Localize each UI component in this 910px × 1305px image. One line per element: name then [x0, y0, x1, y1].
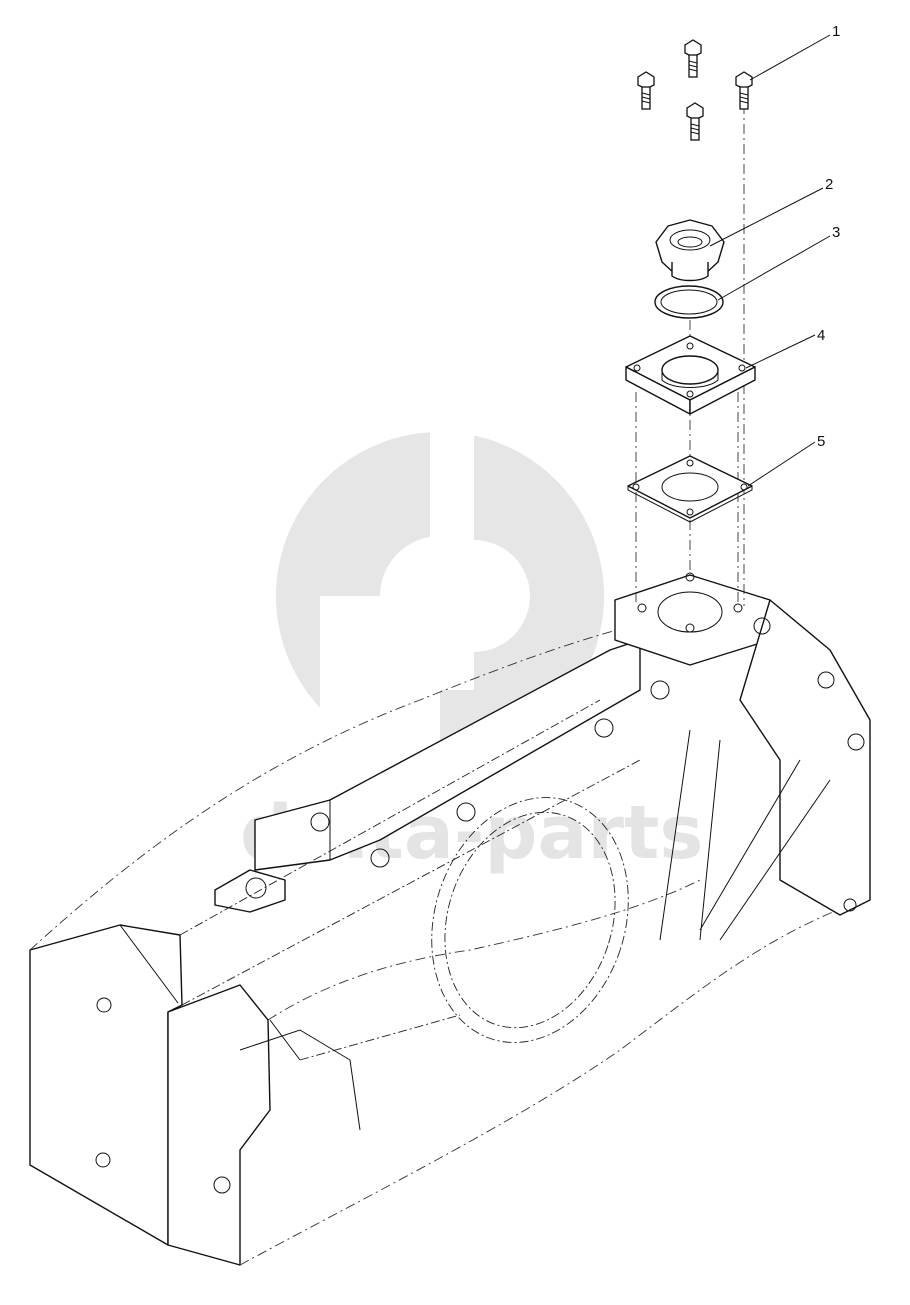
- o-ring: [654, 285, 724, 319]
- bolt: [684, 39, 702, 78]
- gear-housing: [29, 572, 871, 1266]
- callout-number: 1: [832, 23, 840, 40]
- bolt: [637, 71, 655, 110]
- callout-number: 4: [817, 327, 825, 344]
- bolt: [735, 71, 753, 110]
- adapter-flange: [625, 335, 756, 415]
- bolt-set: [637, 39, 753, 141]
- watermark-logo: [276, 430, 604, 770]
- gasket: [627, 455, 753, 523]
- bolt: [686, 102, 704, 141]
- callout-3: 3: [717, 224, 840, 301]
- callout-number: 5: [817, 433, 825, 450]
- callout-5: 5: [747, 433, 825, 487]
- filler-cap: [655, 219, 725, 282]
- callout-2: 2: [709, 176, 833, 247]
- callout-1: 1: [749, 23, 840, 81]
- callout-number: 2: [825, 176, 833, 193]
- callout-4: 4: [745, 327, 825, 369]
- callout-number: 3: [832, 224, 840, 241]
